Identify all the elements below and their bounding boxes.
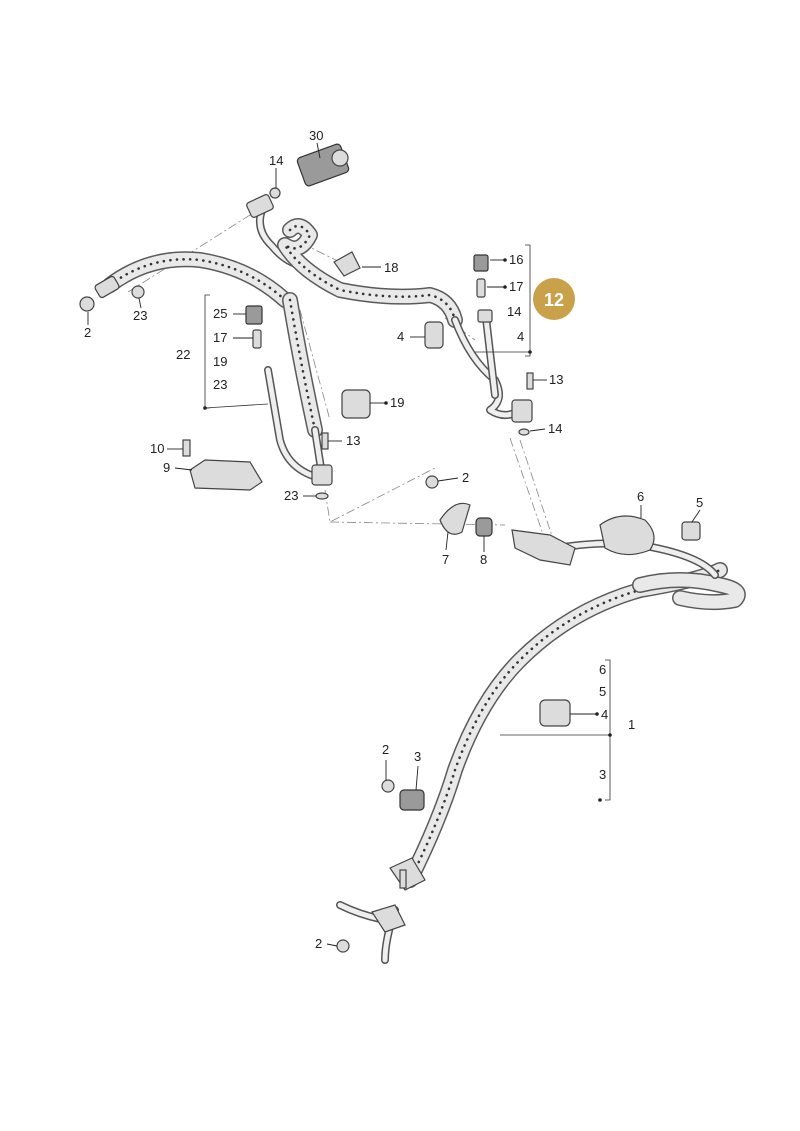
valve-5	[681, 521, 701, 541]
callout-6-group: 6	[599, 662, 606, 677]
callout-22: 22	[176, 347, 190, 362]
callout-7: 7	[442, 552, 449, 567]
badge-label: 12	[544, 290, 564, 310]
o-ring-top	[269, 187, 281, 199]
valve-core-17-right	[476, 278, 486, 298]
callout-23-lower: 23	[284, 488, 298, 503]
stud-lower	[399, 869, 407, 889]
callout-9: 9	[163, 460, 170, 475]
callout-16: 16	[509, 252, 523, 267]
o-ring-14-lower	[518, 428, 530, 436]
callout-19-group: 19	[213, 354, 227, 369]
reference-brackets	[204, 244, 611, 801]
upper-right-hose	[277, 218, 533, 423]
bracket-9	[189, 459, 263, 491]
o-ring-23-lower	[315, 492, 329, 500]
callout-13-left: 13	[346, 433, 360, 448]
callout-2-left: 2	[84, 325, 91, 340]
callout-23-group: 23	[213, 377, 227, 392]
callout-14-right: 14	[507, 304, 521, 319]
callout-25: 25	[213, 306, 227, 321]
clamp-7	[439, 502, 471, 535]
nut-2-bottom	[336, 939, 350, 953]
badge-circle	[533, 278, 575, 320]
screw-13-left	[321, 432, 329, 450]
callout-23-left: 23	[133, 308, 147, 323]
callout-2-lower: 2	[382, 742, 389, 757]
callout-30: 30	[309, 128, 323, 143]
callout-5-group: 5	[599, 684, 606, 699]
callout-1: 1	[628, 717, 635, 732]
cap-16	[473, 254, 489, 272]
pressure-sensor-6	[599, 515, 655, 556]
callout-8: 8	[480, 552, 487, 567]
leader-dots	[203, 258, 612, 802]
lower-main-hose	[336, 539, 746, 964]
callout-6-top: 6	[637, 489, 644, 504]
callout-17-left: 17	[213, 330, 227, 345]
grommet-3	[399, 789, 425, 811]
clip-23	[131, 285, 145, 299]
position-badge: 12	[533, 278, 575, 320]
callout-14-lower: 14	[548, 421, 562, 436]
callout-4-group: 4	[601, 707, 608, 722]
screw-13-right	[526, 372, 534, 390]
cap-25	[245, 305, 263, 325]
callout-labels: 30 14 18 16 17 14 4 4 2 23 25 17 22 19 2…	[84, 128, 703, 951]
callout-14-top: 14	[269, 153, 283, 168]
expansion-valve	[296, 143, 350, 187]
valve-core-17-left	[252, 329, 262, 349]
callout-2-mid: 2	[462, 470, 469, 485]
parts	[79, 143, 701, 953]
sleeve-4-lower	[539, 699, 571, 727]
lower-clamp	[371, 904, 406, 933]
screw-10	[182, 439, 191, 457]
callout-10: 10	[150, 441, 164, 456]
grommet-8	[475, 517, 493, 537]
callout-5-top: 5	[696, 495, 703, 510]
callout-4-mid: 4	[397, 329, 404, 344]
sleeve-4	[424, 321, 444, 349]
connector-block	[511, 529, 576, 566]
sleeve-19	[341, 389, 371, 419]
callout-18: 18	[384, 260, 398, 275]
nut-2-left	[79, 296, 95, 312]
leader-lines	[87, 142, 701, 947]
callout-3-group: 3	[599, 767, 606, 782]
callout-2-bottom: 2	[315, 936, 322, 951]
bracket-18	[333, 251, 361, 277]
nut-2-lower	[381, 779, 395, 793]
nut-2-mid	[425, 475, 439, 489]
callout-3-part: 3	[414, 749, 421, 764]
callout-19-part: 19	[390, 395, 404, 410]
callout-17-right: 17	[509, 279, 523, 294]
callout-13-right: 13	[549, 372, 563, 387]
callout-4-right: 4	[517, 329, 524, 344]
